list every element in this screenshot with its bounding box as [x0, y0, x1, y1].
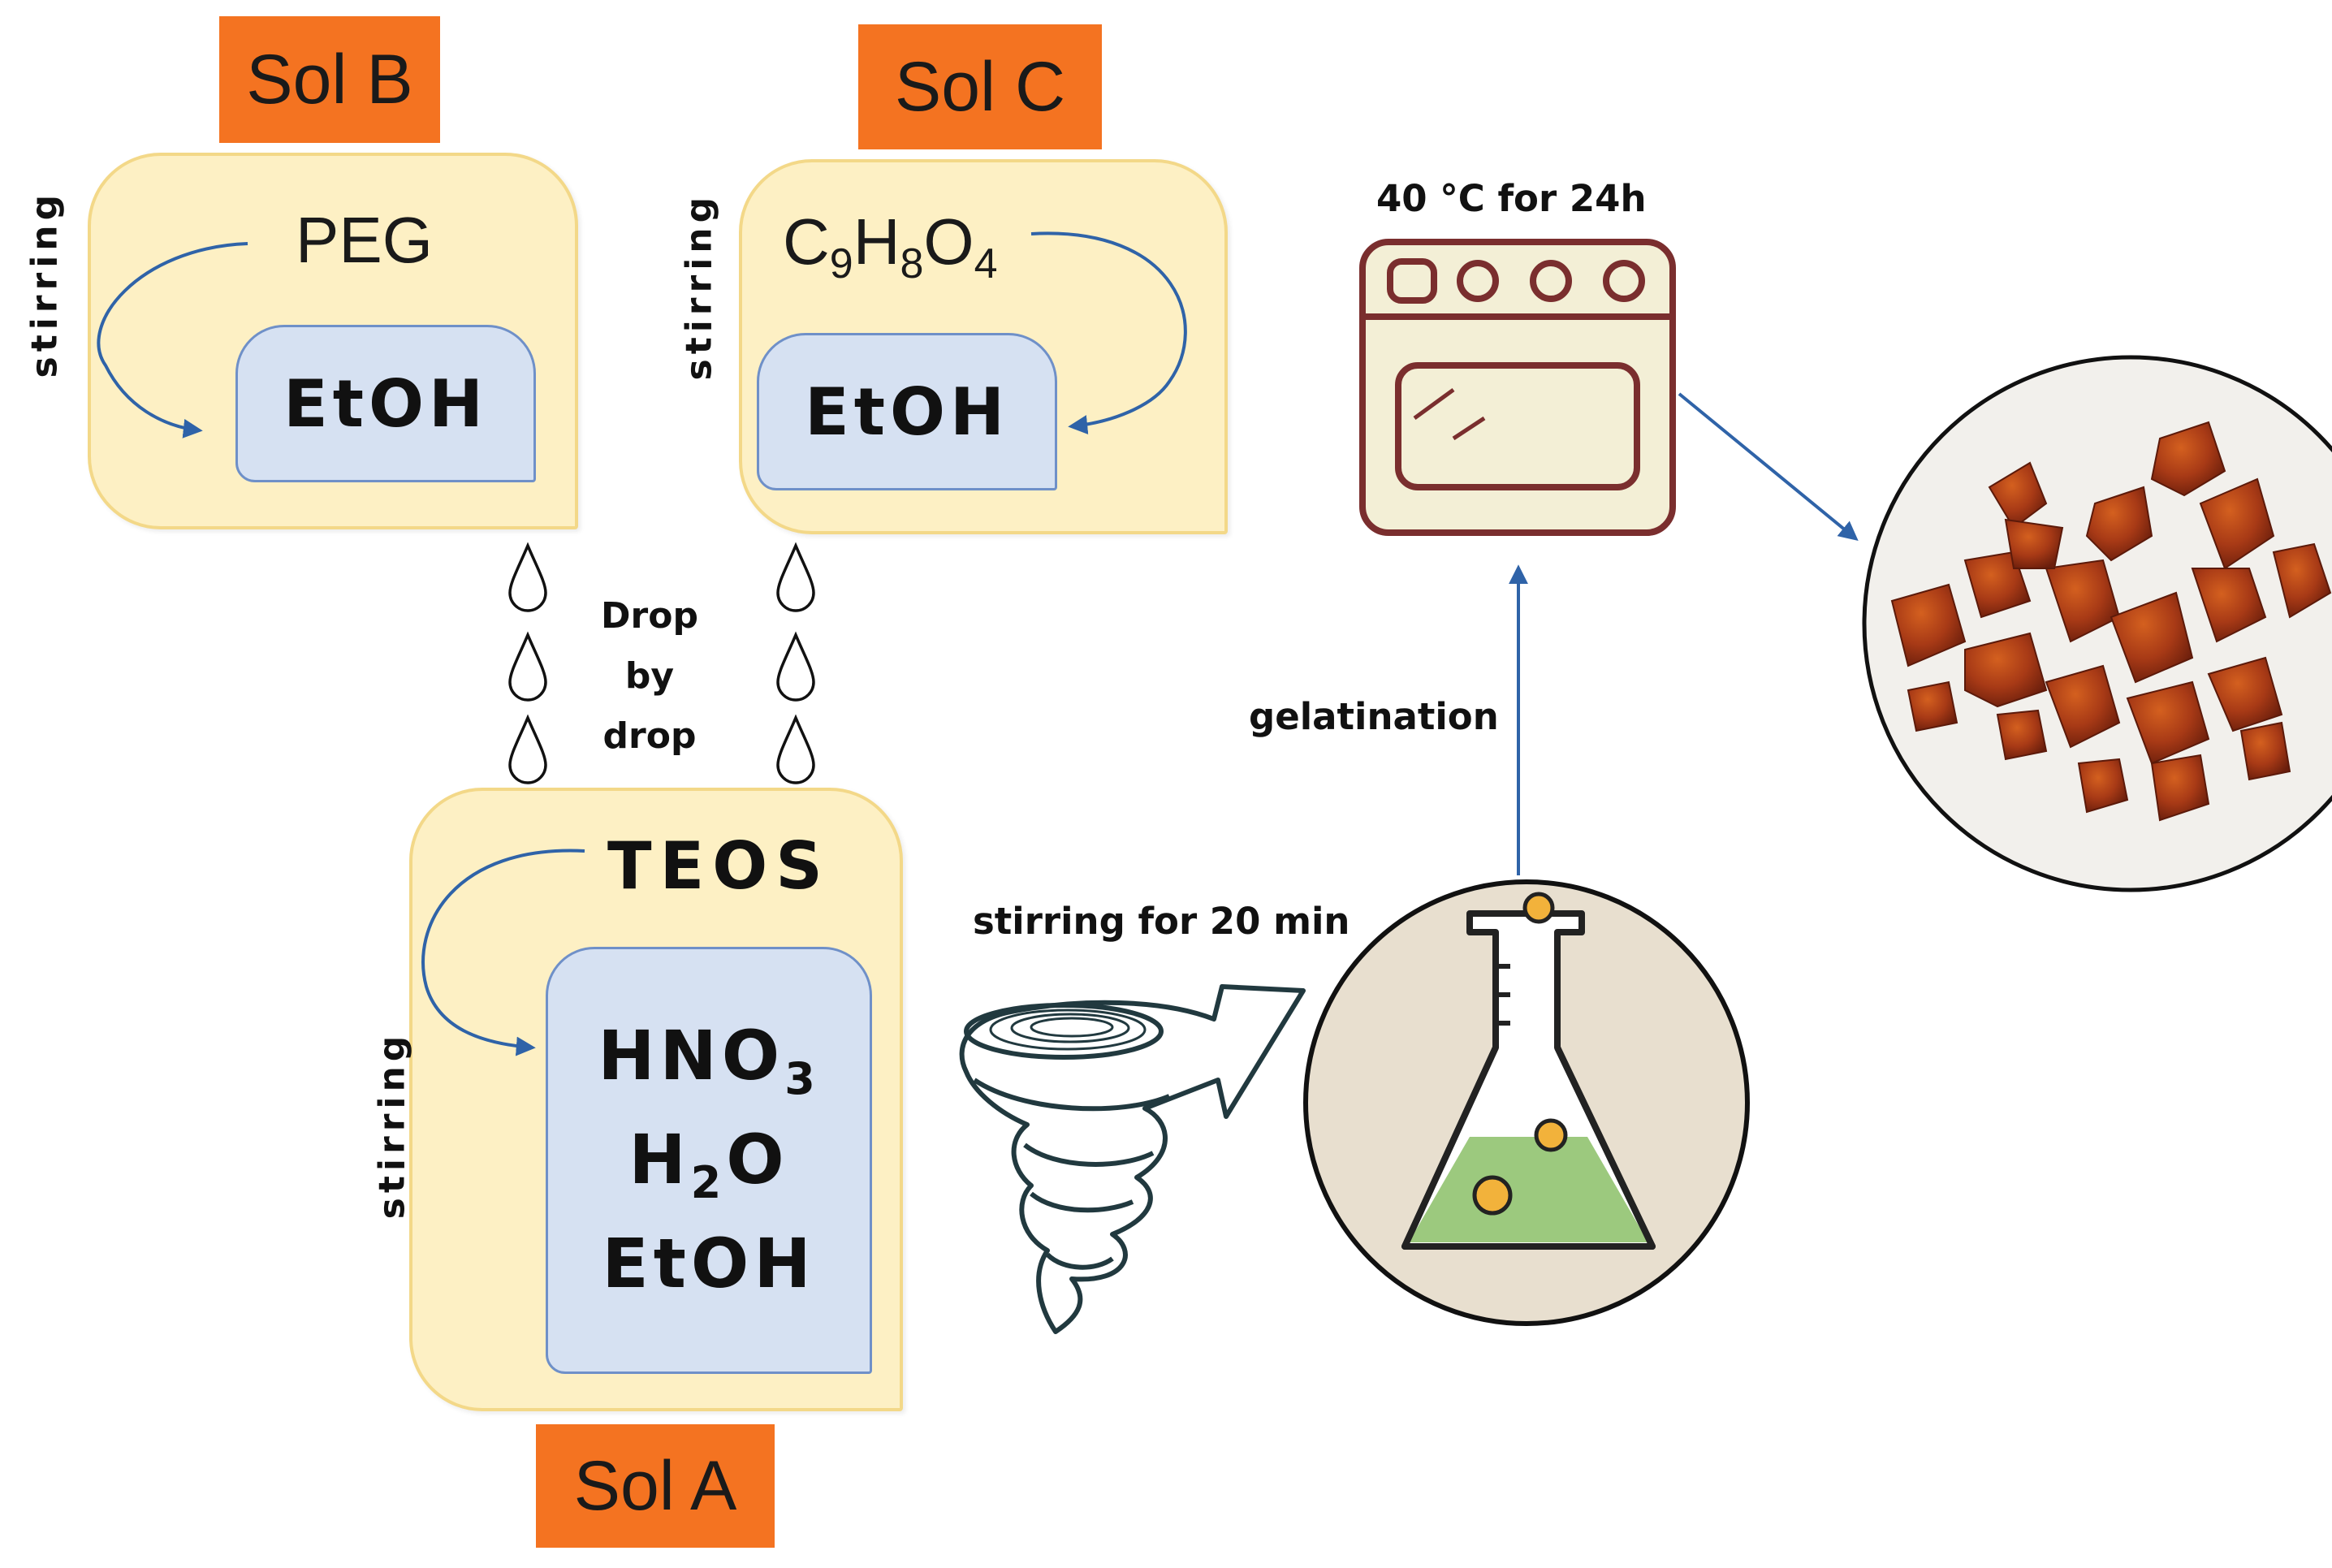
- droplets-right: [776, 542, 815, 784]
- drying-arrow: [1678, 392, 1859, 542]
- stirring-step-label: stirring for 20 min: [973, 900, 1350, 943]
- sol-a-solvent: HNO3 H2O EtOH: [546, 947, 872, 1374]
- sol-a-solvent-line-2: H2O: [628, 1120, 789, 1208]
- sol-b-reagent: PEG: [296, 204, 433, 276]
- sol-a-stir-arrow: [421, 849, 585, 1056]
- sol-c-solvent: EtOH: [757, 333, 1057, 490]
- sol-c-reagent: C9H8O4: [783, 205, 998, 288]
- sol-c-tag: Sol C: [858, 24, 1102, 149]
- sol-b-stir-arrow: [97, 242, 248, 438]
- sol-c-reagent-o: O: [923, 205, 974, 278]
- sol-c-stir-arrow: [1030, 231, 1187, 435]
- sol-c-reagent-h: H: [853, 205, 900, 278]
- sol-c-reagent-sub4: 4: [974, 240, 998, 287]
- flask-icon: [1303, 879, 1750, 1326]
- sol-c-reagent-sub8: 8: [900, 240, 924, 287]
- xerogel-photo: [1862, 355, 2332, 892]
- drop-by-drop-label: Drop by drop: [601, 595, 698, 757]
- oven-icon: [1359, 239, 1676, 536]
- oven-step-label: 40 °C for 24h: [1376, 177, 1647, 220]
- sol-a-solvent-line-3: EtOH: [602, 1224, 816, 1304]
- sol-c-reagent-c: C: [783, 205, 830, 278]
- stirring-swirl-icon: [959, 984, 1306, 1334]
- droplets-left: [508, 542, 547, 784]
- sol-a-reagent: TEOS: [607, 828, 831, 904]
- sol-a-tag: Sol A: [536, 1424, 775, 1548]
- sol-a-solvent-line-1: HNO3: [598, 1016, 820, 1104]
- gelation-step-label: gelatination: [1249, 695, 1499, 738]
- sol-c-reagent-sub9: 9: [829, 240, 853, 287]
- sol-b-solvent: EtOH: [235, 325, 536, 482]
- sol-b-tag: Sol B: [219, 16, 440, 143]
